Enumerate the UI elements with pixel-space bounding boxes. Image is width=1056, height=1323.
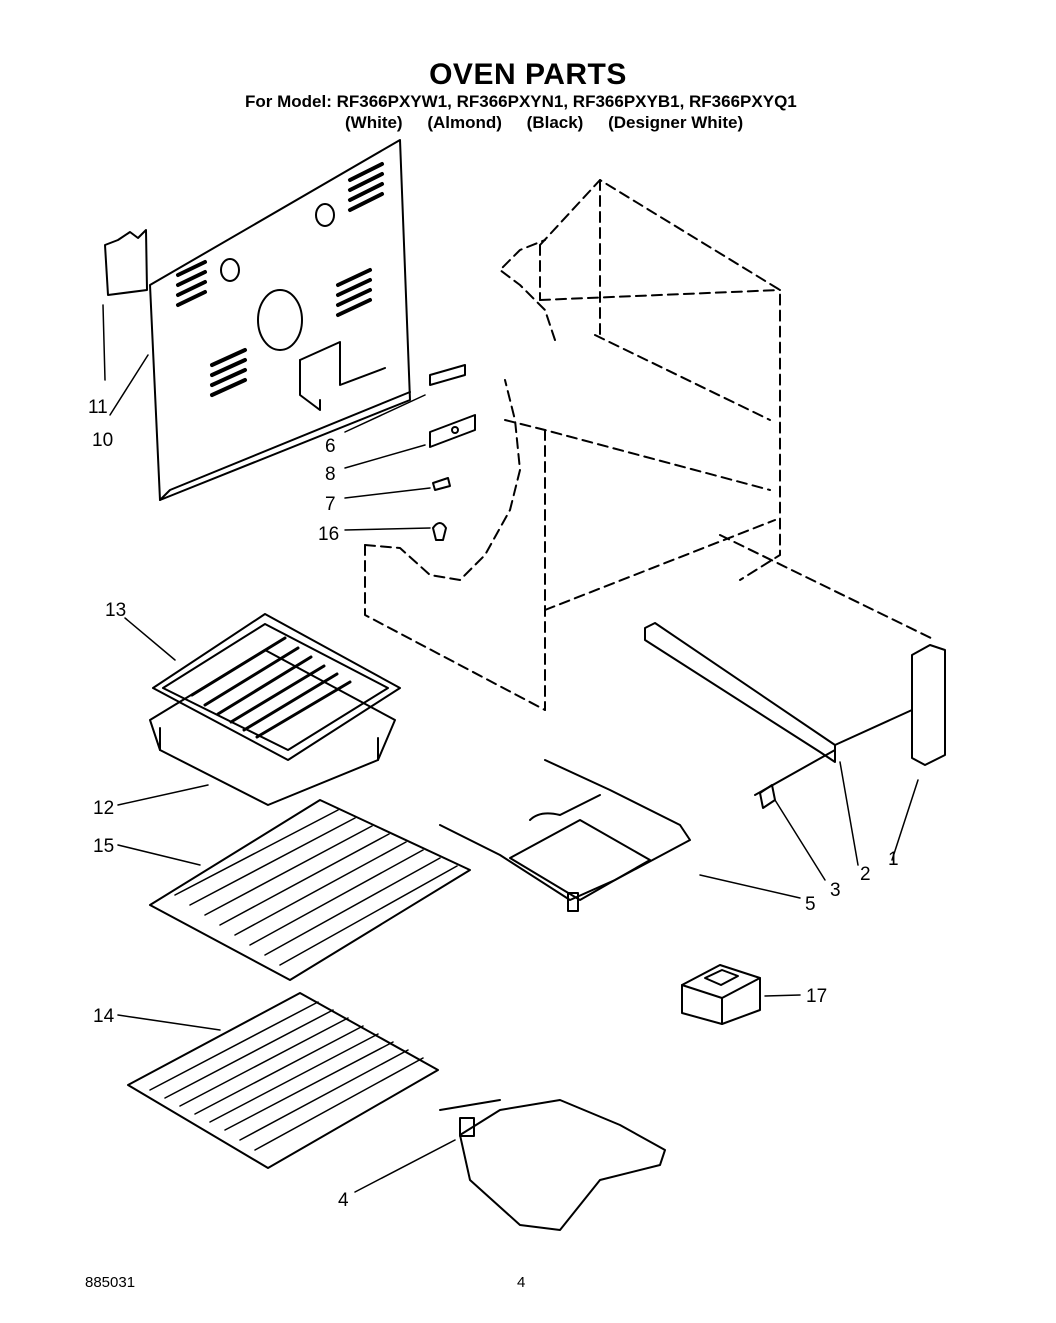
callout-10: 10 [92,430,113,451]
clip-3 [759,784,776,809]
callout-6: 6 [325,436,336,457]
callout-3: 3 [830,880,841,901]
plug-button [432,522,447,541]
color-black: (Black) [526,113,584,132]
callout-11: 11 [88,397,108,418]
callout-8: 8 [325,464,336,485]
oven-back-panel [149,139,411,501]
bracket [429,414,476,448]
broiler-insert [152,613,401,761]
side-panel [911,644,946,766]
oven-rack-lower [127,992,439,1169]
broil-element [439,759,691,912]
callout-12: 12 [93,798,114,819]
document-number: 885031 [85,1274,136,1291]
oven-rack-upper [149,799,471,981]
page-number: 4 [517,1274,526,1291]
bake-element [439,1099,666,1231]
callout-14: 14 [93,1006,115,1027]
page-title: OVEN PARTS [429,58,627,91]
callout-1: 1 [888,849,899,870]
callout-16: 16 [318,524,339,545]
model-list: For Model: RF366PXYW1, RF366PXYN1, RF366… [245,92,797,111]
color-designer-white: (Designer White) [608,113,744,132]
callout-2: 2 [860,864,871,885]
callout-5: 5 [805,894,816,915]
terminal-block [429,364,466,386]
color-almond: (Almond) [427,113,502,132]
clip [432,477,451,491]
callout-7: 7 [325,494,336,515]
callout-4: 4 [338,1190,349,1211]
callout-17: 17 [806,986,827,1007]
insulation-pad [104,229,148,296]
color-list: (White) (Almond) (Black) (Designer White… [345,113,763,133]
fuse-module [681,964,761,1025]
color-white: (White) [345,113,403,132]
oven-cavity-outline [364,179,936,711]
side-trim [644,622,836,763]
callout-13: 13 [105,600,126,621]
callout-15: 15 [93,836,114,857]
